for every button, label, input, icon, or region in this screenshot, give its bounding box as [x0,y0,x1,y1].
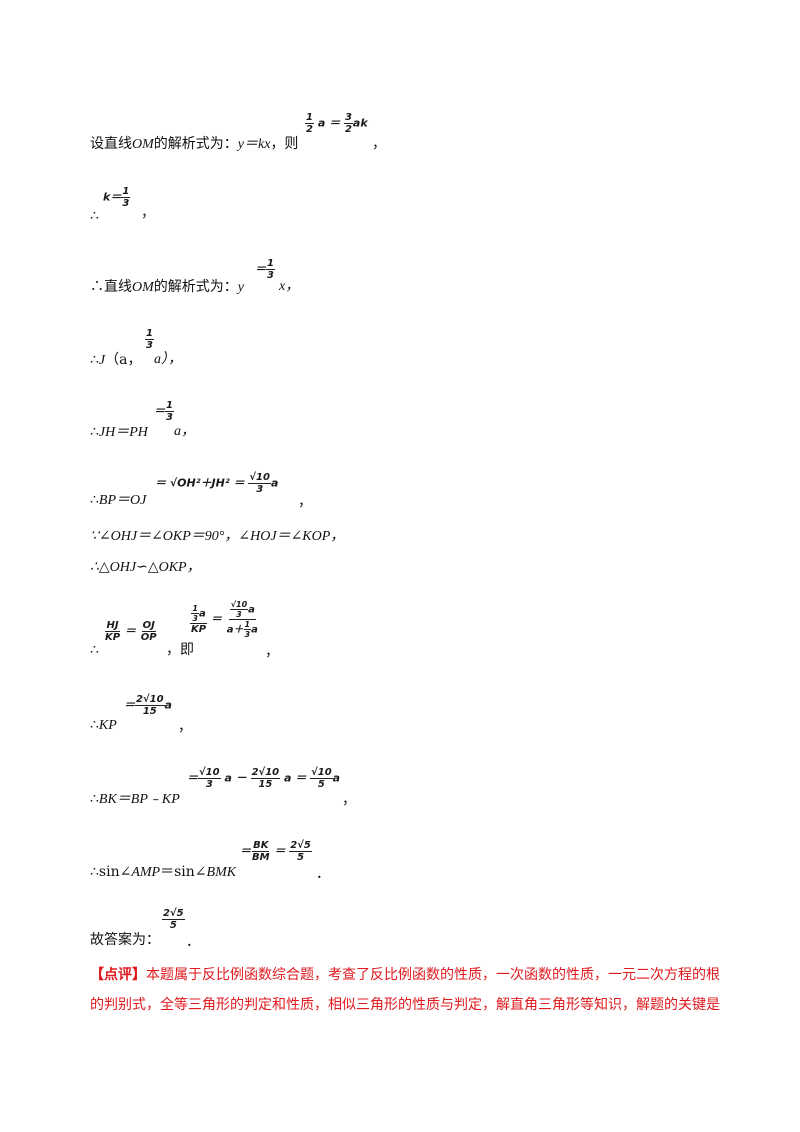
line-bk-value: ∴BK＝BP﹣KP [90,791,180,807]
line-angles-equal: ∵∠OHJ＝∠OKP＝90°，∠HOJ＝∠KOP， [90,529,345,544]
review-text: 本题属于反比例函数综合题，考查了反比例函数的性质，一次函数的性质，一元二次方程的… [90,967,720,1013]
line-om-result: ∴直线OM的解析式为：y [90,279,244,295]
review-comment: 【点评】本题属于反比例函数综合题，考查了反比例函数的性质，一次函数的性质，一元二… [90,960,730,1020]
line-answer: 故答案为： [90,932,160,948]
line-ratio: ∴ [90,642,99,658]
line-similar-triangles: ∴△OHJ∽△OKP， [90,560,201,575]
line-jh-ph: ∴JH＝PH [90,424,148,440]
line-om-equation: 设直线OM的解析式为：y＝kx，则 [90,136,299,152]
line-kp-value: ∴KP [90,717,117,733]
line1-tail: ， [372,136,386,152]
line-therefore-k: ∴ [90,208,99,224]
line-bp-oj: ∴BP＝OJ [90,492,147,508]
line-sin-value: ∴sin∠AMP＝sin∠BMK [90,864,237,880]
review-label: 【点评】 [90,967,146,983]
line-j-point: ∴J（a， [90,352,142,368]
